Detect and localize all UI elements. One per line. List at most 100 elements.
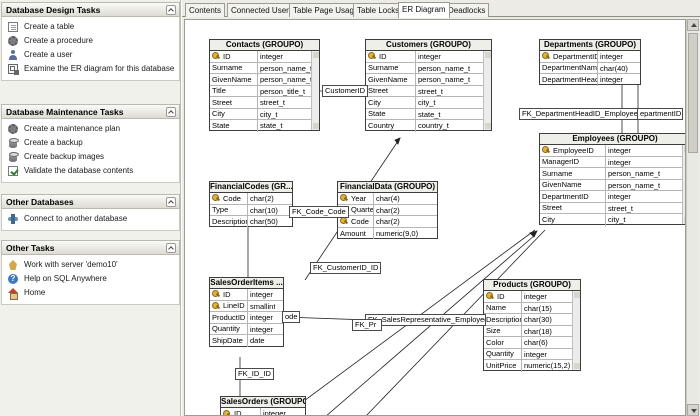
scrollbar-thumb[interactable] — [688, 33, 698, 153]
task-create-procedure[interactable]: Create a procedure — [2, 34, 179, 48]
collapse-chevron-icon[interactable] — [166, 107, 176, 117]
table-scrollbar[interactable] — [311, 51, 319, 130]
table-scrollbar[interactable] — [572, 291, 580, 370]
panel-header[interactable]: Database Design Tasks — [1, 2, 180, 17]
relationship-label[interactable]: FK_SalesRepresentative_Employee — [365, 314, 486, 326]
collapse-chevron-icon[interactable] — [166, 197, 176, 207]
collapse-chevron-icon[interactable] — [166, 5, 176, 15]
relationship-label[interactable]: FK_Pr — [352, 319, 382, 331]
table-scrollbar[interactable] — [483, 51, 491, 130]
task-create-backup[interactable]: Create a backup — [2, 136, 179, 150]
panel-header[interactable]: Other Databases — [1, 194, 180, 209]
task-help[interactable]: Help on SQL Anywhere — [2, 272, 179, 286]
task-create-table[interactable]: Create a table — [2, 20, 179, 34]
relationship-label[interactable]: FK_DepartmentHeadID_EmployeeID — [519, 108, 643, 120]
tab-er-diagram[interactable]: ER Diagram — [398, 2, 450, 18]
table-scrollbar[interactable] — [682, 145, 685, 224]
task-examine-er-diagram[interactable]: Examine the ER diagram for this database — [2, 62, 179, 76]
tab-connected-users[interactable]: Connected Users — [227, 3, 297, 17]
panel-header[interactable]: Other Tasks — [1, 240, 180, 255]
column-type: person_name_t — [418, 75, 471, 84]
connect-icon — [8, 214, 18, 224]
panel-header[interactable]: Database Maintenance Tasks — [1, 104, 180, 119]
task-work-with-server[interactable]: Work with server 'demo10' — [2, 258, 179, 272]
er-column-row[interactable]: DepartmentHeadIDinteger — [540, 74, 640, 86]
relationship-label[interactable]: FK_Code_Code — [289, 206, 349, 218]
task-home[interactable]: Home — [2, 286, 179, 300]
relationship-label[interactable]: epartmentID — [637, 108, 683, 120]
scroll-up-arrow-icon[interactable] — [687, 19, 699, 31]
task-validate-database[interactable]: Validate the database contents — [2, 164, 179, 178]
relationship-label[interactable]: CustomerID — [322, 85, 369, 97]
relationship-label[interactable]: ode — [282, 311, 300, 323]
relationship-label[interactable]: FK_ID_ID — [235, 368, 274, 380]
task-create-user[interactable]: Create a user — [2, 48, 179, 62]
collapse-chevron-icon[interactable] — [166, 243, 176, 253]
relationship-label[interactable]: FK_CustomerID_ID — [310, 262, 382, 274]
tab-table-page-usage[interactable]: Table Page Usage — [289, 3, 363, 17]
tab-table-locks[interactable]: Table Locks — [353, 3, 404, 17]
task-create-backup-images[interactable]: Create backup images — [2, 150, 179, 164]
task-create-maintenance-plan[interactable]: Create a maintenance plan — [2, 122, 179, 136]
scroll-down-arrow-icon[interactable] — [687, 404, 699, 416]
task-connect-another-database[interactable]: Connect to another database — [2, 212, 179, 226]
tab-contents[interactable]: Contents — [185, 3, 226, 17]
vertical-scrollbar[interactable] — [686, 19, 699, 416]
tab-deadlocks[interactable]: Deadlocks — [444, 3, 490, 17]
